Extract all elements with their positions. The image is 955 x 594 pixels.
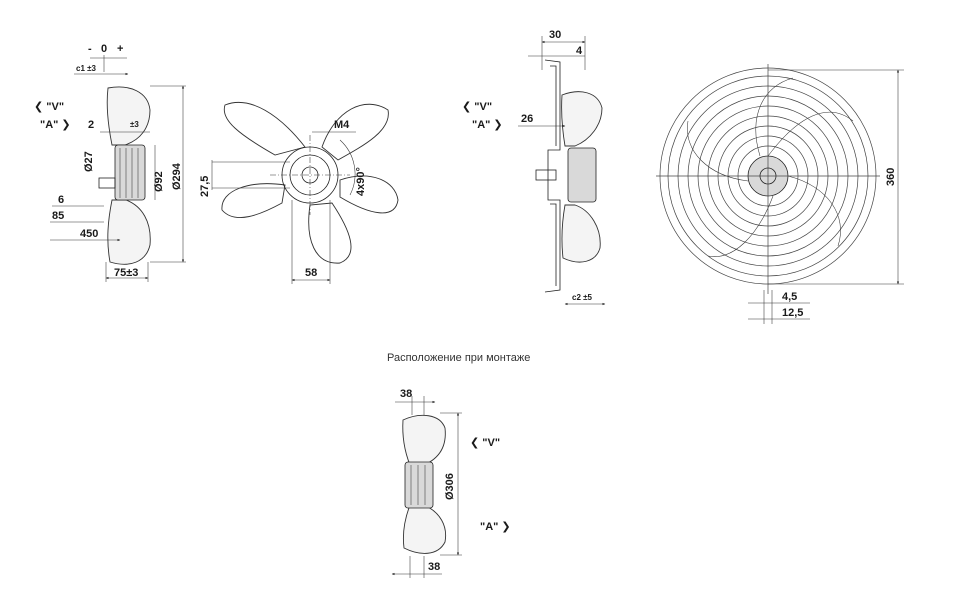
dim-85: 85 <box>52 210 64 222</box>
c1-label: c1 ±3 <box>76 64 97 73</box>
blade-upper-2 <box>561 91 603 147</box>
holes-4x90: 4x90° <box>355 167 367 196</box>
tol-minus: - <box>88 43 92 55</box>
dia-27: Ø27 <box>83 151 95 172</box>
tol-plus: + <box>117 43 123 55</box>
blade-lower-2 <box>561 204 601 263</box>
dia-306: Ø306 <box>444 473 456 500</box>
dim-75: 75±3 <box>114 267 138 279</box>
dim-38-bottom: 38 <box>428 561 440 573</box>
blade-upper <box>106 86 151 146</box>
arrow-v-label: ❮ "V" <box>34 101 64 113</box>
dim-2: 2 <box>88 119 94 131</box>
dim-4-5: 4,5 <box>782 291 797 303</box>
blade-lower <box>107 199 151 265</box>
dia-294: Ø294 <box>171 162 183 190</box>
mount-blade-upper <box>402 414 446 466</box>
side-view-2: 30 4 ❮ "V" "A" ❯ 26 c2 ±5 <box>462 29 606 306</box>
mount-arrow-a: "A" ❯ <box>480 521 511 533</box>
tol-zero: 0 <box>101 43 107 55</box>
cable-gland <box>98 177 116 189</box>
mount-blade-lower <box>402 504 447 554</box>
dim-12-5: 12,5 <box>782 307 803 319</box>
dim-360: 360 <box>885 168 897 186</box>
fan-blade-4 <box>339 175 399 214</box>
arrow-v-label-2: ❮ "V" <box>462 101 492 113</box>
motor-body-2 <box>567 147 597 203</box>
dia-92: Ø92 <box>153 171 165 192</box>
dim-30: 30 <box>549 29 561 41</box>
mount-motor <box>404 461 434 509</box>
c2-label: c2 ±5 <box>572 293 593 302</box>
mount-view: Расположение при монтаже 38 Ø306 ❮ "V" "… <box>387 352 530 578</box>
front-view-2: 360 4,5 12,5 <box>656 64 904 324</box>
dim-450: 450 <box>80 228 98 240</box>
motor-body <box>114 144 146 201</box>
dim-58: 58 <box>305 267 317 279</box>
dim-4: 4 <box>576 45 583 57</box>
front-view-1: M4 4x90° 27,5 58 <box>199 101 399 284</box>
thread-m4: M4 <box>334 119 350 131</box>
dim-pm3: ±3 <box>130 120 139 129</box>
mount-arrow-v: ❮ "V" <box>470 437 500 449</box>
dim-27-5: 27,5 <box>199 176 211 197</box>
arrow-a-label-2: "A" ❯ <box>472 119 503 131</box>
dim-38-top: 38 <box>400 388 412 400</box>
mount-caption: Расположение при монтаже <box>387 352 530 364</box>
guard-profile <box>544 59 561 293</box>
dim-26: 26 <box>521 113 533 125</box>
fan-blade-1 <box>223 101 306 156</box>
arrow-a-label: "A" ❯ <box>40 119 71 131</box>
side-view-1: - 0 + c1 ±3 ❮ "V" "A" ❯ 2 ±3 Ø27 Ø92 Ø29… <box>34 43 186 282</box>
fan-blade-2 <box>221 183 286 218</box>
dim-6: 6 <box>58 194 64 206</box>
